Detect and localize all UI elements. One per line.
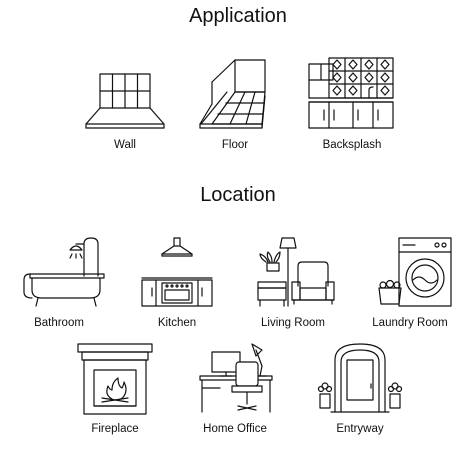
location-home-office-label: Home Office <box>203 423 267 435</box>
location-home-office[interactable]: Home Office <box>180 342 290 436</box>
floor-tile-icon <box>190 58 280 132</box>
entry-door-icon <box>315 342 405 416</box>
washing-machine-icon <box>365 236 455 310</box>
application-wall[interactable]: Wall <box>70 70 180 152</box>
office-desk-icon <box>190 342 280 416</box>
location-living-room[interactable]: Living Room <box>238 236 348 330</box>
wall-tile-icon <box>80 70 170 132</box>
armchair-icon <box>248 236 338 310</box>
location-fireplace-label: Fireplace <box>91 423 139 435</box>
location-kitchen-label: Kitchen <box>157 317 197 329</box>
application-heading: Application <box>189 5 287 27</box>
location-laundry-room[interactable]: Laundry Room <box>355 236 465 330</box>
location-bathroom[interactable]: Bathroom <box>4 236 114 330</box>
location-fireplace[interactable]: Fireplace <box>60 342 170 436</box>
backsplash-icon <box>307 54 397 132</box>
kitchen-icon <box>132 236 222 310</box>
location-entryway-label: Entryway <box>336 423 384 435</box>
application-backsplash[interactable]: Backsplash <box>297 54 407 152</box>
location-kitchen[interactable]: Kitchen <box>122 236 232 330</box>
location-laundry-room-label: Laundry Room <box>372 317 448 329</box>
bathtub-icon <box>14 236 104 310</box>
location-bathroom-label: Bathroom <box>34 317 84 329</box>
application-backsplash-label: Backsplash <box>322 139 382 151</box>
application-wall-label: Wall <box>114 139 136 151</box>
location-entryway[interactable]: Entryway <box>305 342 415 436</box>
fireplace-icon <box>70 342 160 416</box>
location-heading: Location <box>200 184 276 206</box>
location-living-room-label: Living Room <box>261 317 325 329</box>
application-floor-label: Floor <box>221 139 249 151</box>
application-floor[interactable]: Floor <box>180 58 290 152</box>
